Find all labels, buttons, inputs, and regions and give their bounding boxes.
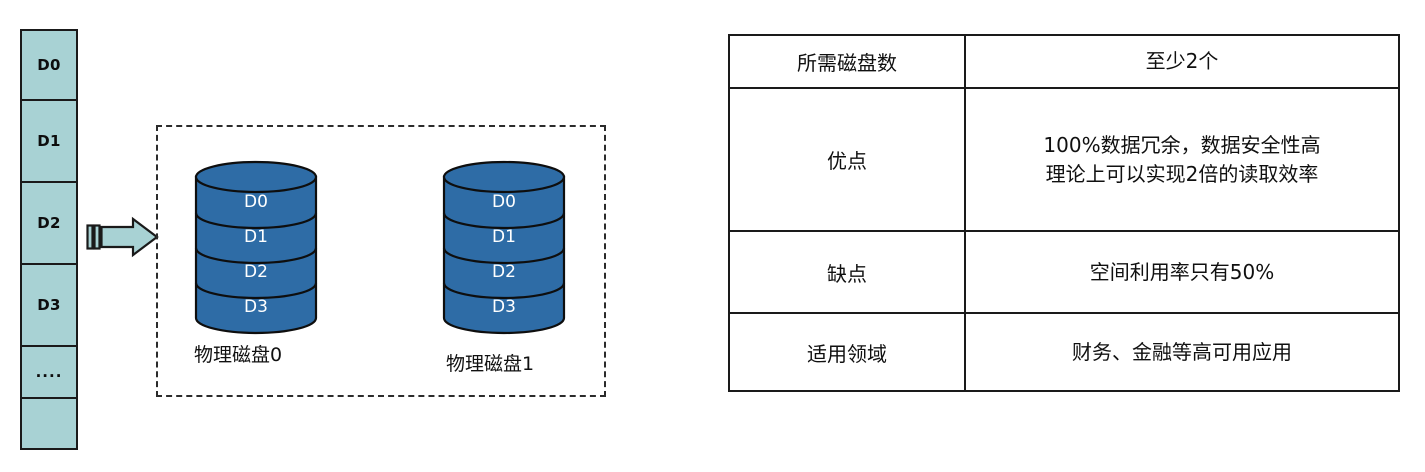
disk-1-segment-d1: D1 <box>492 227 516 247</box>
row-label-disk-count: 所需磁盘数 <box>728 34 966 89</box>
disk-0-segment-d2: D2 <box>244 262 268 282</box>
disk-1-segment-d3: D3 <box>492 297 516 317</box>
data-block-empty <box>22 399 76 447</box>
table-row: 优点 100%数据冗余，数据安全性高 理论上可以实现2倍的读取效率 <box>728 87 1400 232</box>
physical-disk-0: D0 D1 D2 D3 <box>192 160 320 335</box>
logical-data-block-column: D0 D1 D2 D3 .... <box>20 29 78 450</box>
row-value-disk-count: 至少2个 <box>964 34 1400 89</box>
physical-disk-1-caption: 物理磁盘1 <box>446 353 535 375</box>
cell-line: 财务、金融等高可用应用 <box>1072 339 1292 364</box>
write-flow-arrow-icon <box>86 216 160 258</box>
table-row: 缺点 空间利用率只有50% <box>728 230 1400 314</box>
raid-spec-table: 所需磁盘数 至少2个 优点 100%数据冗余，数据安全性高 理论上可以实现2倍的… <box>728 34 1400 392</box>
data-block-d1: D1 <box>22 101 76 183</box>
row-label-cons: 缺点 <box>728 230 966 314</box>
cell-line: 至少2个 <box>1145 49 1219 73</box>
cell-line: 理论上可以实现2倍的读取效率 <box>1045 161 1319 186</box>
disk-1-segment-d0: D0 <box>492 192 516 212</box>
disk-1-segment-d2: D2 <box>492 262 516 282</box>
cell-line: 空间利用率只有50% <box>1089 259 1275 284</box>
row-label-pros: 优点 <box>728 87 966 232</box>
data-block-ellipsis: .... <box>22 347 76 399</box>
physical-disk-group-boundary <box>156 125 606 397</box>
table-row: 所需磁盘数 至少2个 <box>728 34 1400 89</box>
row-value-usecase: 财务、金融等高可用应用 <box>964 312 1400 392</box>
data-block-d0: D0 <box>22 31 76 101</box>
data-block-d3: D3 <box>22 265 76 347</box>
disk-0-segment-d3: D3 <box>244 297 268 317</box>
row-label-usecase: 适用领域 <box>728 312 966 392</box>
table-row: 适用领域 财务、金融等高可用应用 <box>728 312 1400 392</box>
row-value-pros: 100%数据冗余，数据安全性高 理论上可以实现2倍的读取效率 <box>964 87 1400 232</box>
physical-disk-0-caption: 物理磁盘0 <box>194 344 283 366</box>
cell-line: 100%数据冗余，数据安全性高 <box>1043 132 1321 157</box>
disk-0-segment-d1: D1 <box>244 227 268 247</box>
row-value-cons: 空间利用率只有50% <box>964 230 1400 314</box>
physical-disk-1: D0 D1 D2 D3 <box>440 160 568 335</box>
disk-0-segment-d0: D0 <box>244 192 268 212</box>
data-block-d2: D2 <box>22 183 76 265</box>
